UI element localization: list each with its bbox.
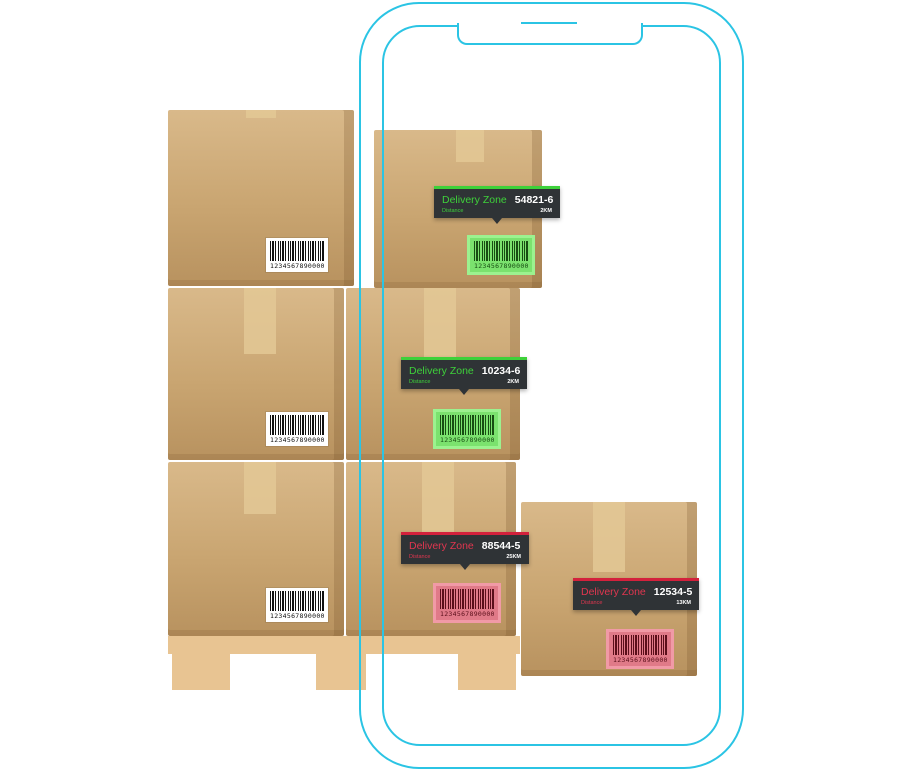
- box-left-bottom: 1234567890000: [168, 462, 344, 636]
- distance-value: 13KM: [676, 600, 691, 606]
- tape: [422, 462, 454, 532]
- distance-value: 2KM: [540, 208, 552, 214]
- distance-label: Distance: [581, 600, 603, 606]
- phone-speaker: [521, 22, 577, 24]
- phone-notch: [457, 23, 643, 45]
- tag-pointer: [631, 610, 641, 616]
- barcode: 1234567890000: [266, 238, 328, 272]
- barcode-number: 1234567890000: [270, 612, 325, 620]
- tape: [244, 288, 276, 354]
- barcode-scanned: 1234567890000: [436, 412, 498, 446]
- delivery-zone-label: Delivery Zone: [581, 586, 646, 598]
- distance-value: 25KM: [506, 554, 521, 560]
- scan-tag[interactable]: Delivery Zone 10234-6 Distance 2KM: [401, 357, 527, 395]
- zone-code: 10234-6: [481, 365, 521, 377]
- pallet-leg: [316, 654, 366, 690]
- barcode-number: 1234567890000: [474, 262, 529, 270]
- pallet-leg: [458, 654, 516, 690]
- barcode: 1234567890000: [266, 412, 328, 446]
- tag-pointer: [460, 564, 470, 570]
- tape: [244, 462, 276, 514]
- barcode-bars: [613, 635, 667, 655]
- barcode-number: 1234567890000: [440, 610, 495, 618]
- zone-code: 88544-5: [481, 540, 521, 552]
- barcode-bars: [270, 241, 324, 261]
- barcode-number: 1234567890000: [270, 436, 325, 444]
- barcode-number: 1234567890000: [270, 262, 325, 270]
- zone-code: 12534-5: [653, 586, 693, 598]
- distance-label: Distance: [409, 379, 431, 385]
- tag-pointer: [459, 389, 469, 395]
- scan-tag[interactable]: Delivery Zone 54821-6 Distance 2KM: [434, 186, 560, 224]
- tape: [246, 110, 276, 118]
- scan-tag[interactable]: Delivery Zone 12534-5 Distance 13KM: [573, 578, 699, 616]
- box-left-middle: 1234567890000: [168, 288, 344, 460]
- barcode-bars: [440, 415, 494, 435]
- delivery-zone-label: Delivery Zone: [409, 365, 474, 377]
- delivery-zone-label: Delivery Zone: [442, 194, 507, 206]
- tag-pointer: [492, 218, 502, 224]
- barcode-number: 1234567890000: [440, 436, 495, 444]
- phone-screen-outline: [382, 25, 721, 746]
- zone-code: 54821-6: [514, 194, 554, 206]
- tape: [593, 502, 625, 572]
- barcode-scanned: 1234567890000: [436, 586, 498, 620]
- distance-label: Distance: [409, 554, 431, 560]
- scan-tag[interactable]: Delivery Zone 88544-5 Distance 25KM: [401, 532, 529, 570]
- barcode: 1234567890000: [266, 588, 328, 622]
- pallet: [168, 636, 520, 654]
- barcode-scanned: 1234567890000: [470, 238, 532, 272]
- delivery-zone-label: Delivery Zone: [409, 540, 474, 552]
- barcode-bars: [474, 241, 528, 261]
- barcode-bars: [270, 415, 324, 435]
- barcode-number: 1234567890000: [613, 656, 668, 664]
- tape: [424, 288, 456, 358]
- barcode-scanned: 1234567890000: [609, 632, 671, 666]
- barcode-bars: [270, 591, 324, 611]
- box-left-top: 1234567890000: [168, 110, 354, 286]
- distance-label: Distance: [442, 208, 464, 214]
- phone-frame-outer: [359, 2, 744, 769]
- distance-value: 2KM: [507, 379, 519, 385]
- pallet-leg: [172, 654, 230, 690]
- barcode-bars: [440, 589, 494, 609]
- tape: [456, 130, 484, 162]
